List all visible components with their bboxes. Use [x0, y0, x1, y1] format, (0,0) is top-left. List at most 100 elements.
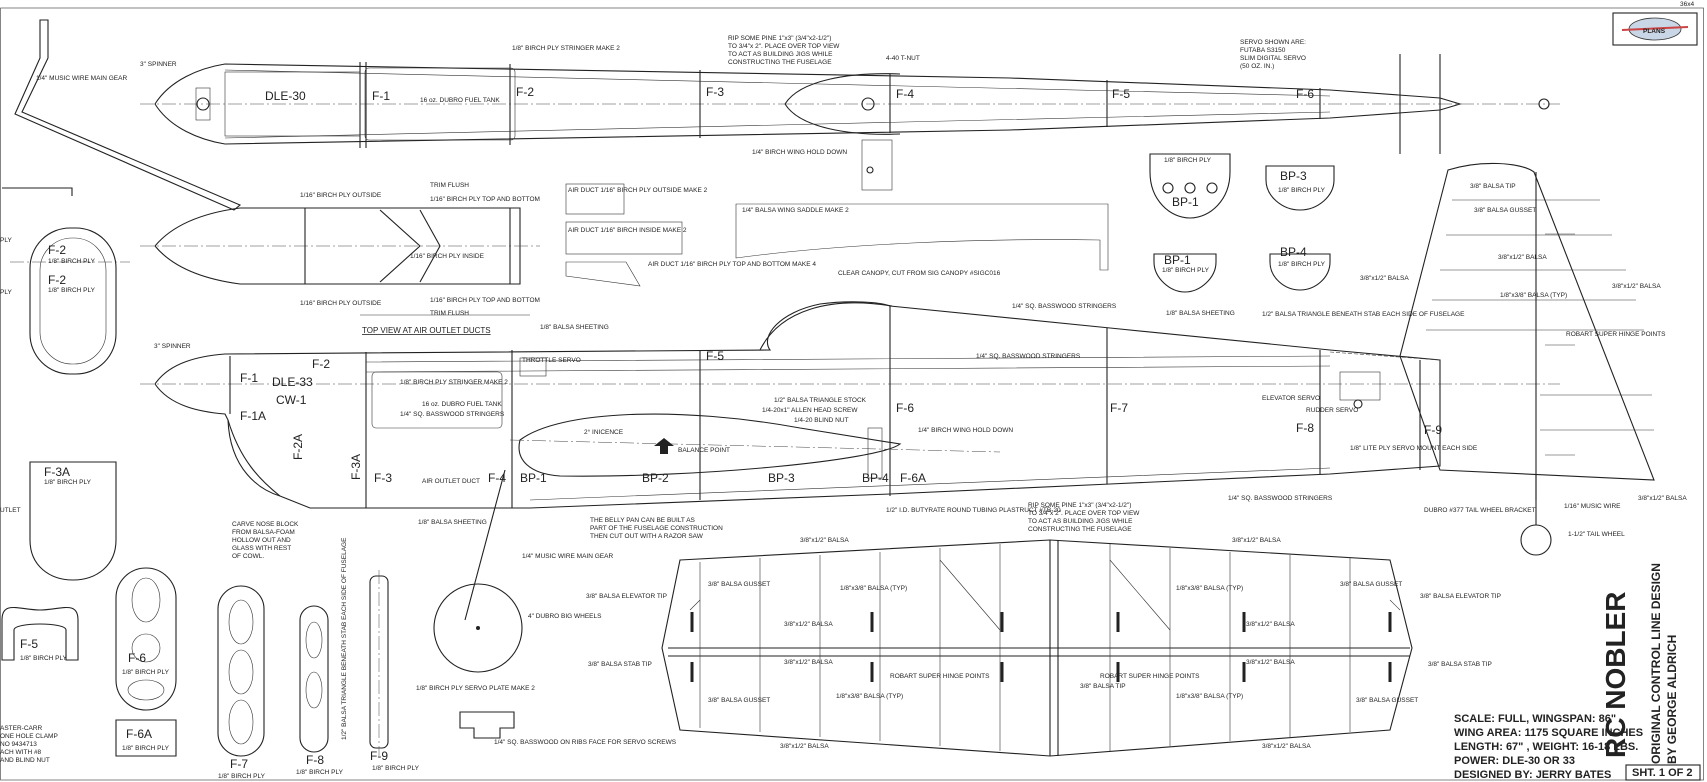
fuselage-top-view: DLE-30 F-1 F-2 F-3 F-4 F-5 F-6 16 oz. DU…	[140, 54, 1560, 191]
edge-line-1: ASTER-CARR	[0, 725, 43, 732]
bp1-ply: 1/8" BIRCH PLY	[1162, 267, 1210, 274]
top-f5-label: F-5	[1112, 87, 1130, 101]
stab-typ-note-1: 1/8"x3/8" BALSA (TYP)	[840, 585, 907, 592]
servo-plate-note: 1/8" BIRCH PLY SERVO PLATE MAKE 2	[416, 685, 535, 692]
bottom-formers: F-6 1/8" BIRCH PLY F-6A 1/8" BIRCH PLY F…	[115, 537, 677, 780]
tail-bracket-note: DUBRO #377 TAIL WHEEL BRACKET	[1424, 507, 1536, 514]
elevator-tip-note-1: 3/8" BALSA ELEVATOR TIP	[586, 593, 667, 600]
duct-trim-flush-1: TRIM FLUSH	[430, 182, 469, 189]
balance-note: BALANCE POINT	[678, 447, 730, 454]
edge-line-2: ONE HOLE CLAMP	[0, 733, 58, 740]
f9-label: F-9	[370, 749, 388, 763]
side-f4-label: F-4	[488, 471, 506, 485]
tnut-note: 4-40 T-NUT	[886, 55, 920, 62]
side-f2a-label: F-2A	[291, 434, 305, 460]
stab-gusset-note-4: 3/8" BALSA GUSSET	[1356, 697, 1418, 704]
music-wire-note: 1/16" MUSIC WIRE	[1564, 503, 1621, 510]
bass-rails-note: 1/4" SQ. BASSWOOD ON RIBS FACE FOR SERVO…	[494, 739, 677, 746]
belly-line-3: THEN CUT OUT WITH A RAZOR SAW	[590, 533, 704, 540]
fin-balsa-typ-note: 1/8"x3/8" BALSA (TYP)	[1500, 292, 1567, 299]
stab-tip-note-2: 3/8" BALSA STAB TIP	[1428, 661, 1492, 668]
top-f4-label: F-4	[896, 87, 914, 101]
stab-balsa-note-3: 3/8"x1/2" BALSA	[784, 621, 833, 628]
side-f1a-label: F-1A	[240, 409, 266, 423]
stringers-note-3: 1/4" SQ. BASSWOOD STRINGERS	[1228, 495, 1333, 502]
servo-line-2: FUTABA S3150	[1240, 47, 1286, 54]
bp-formers: BP-1 1/8" BIRCH PLY BP-3 1/8" BIRCH PLY …	[1149, 153, 1335, 293]
air-duct-1-note: AIR DUCT 1/16" BIRCH PLY OUTSIDE MAKE 2	[568, 187, 708, 194]
bp1-label: BP-1	[1164, 253, 1191, 267]
side-f5-label: F-5	[706, 349, 724, 363]
wheels-note: 4" DUBRO BIG WHEELS	[528, 613, 602, 620]
top-view-caption: TOP VIEW AT AIR OUTLET DUCTS	[362, 326, 491, 335]
sheet-number: SHT. 1 OF 2	[1632, 767, 1693, 779]
bp1-top-ply: 1/8" BIRCH PLY	[1164, 157, 1212, 164]
bp4-label: BP-4	[1280, 245, 1307, 259]
plan-subtitle-2: BY GEORGE ALDRICH	[1665, 635, 1679, 764]
wing-hold-note-top: 1/4" BIRCH WING HOLD DOWN	[752, 149, 847, 156]
title-block: RC NOBLER ORIGINAL CONTROL LINE DESIGN B…	[1454, 563, 1701, 781]
blind-nut-note: 1/4-20 BLIND NUT	[794, 417, 849, 424]
side-engine-label: DLE-33	[272, 375, 313, 389]
servo-mount-note: 1/8" LITE PLY SERVO MOUNT EACH SIDE	[1350, 445, 1478, 452]
rip-side-line-2: TO 3/4"x 2". PLACE OVER TOP VIEW	[1028, 510, 1140, 517]
f6-label: F-6	[128, 651, 146, 665]
stab-tip-note-1: 3/8" BALSA STAB TIP	[588, 661, 652, 668]
stab-gusset-note-1: 3/8" BALSA GUSSET	[708, 581, 770, 588]
rip-side-line-3: TO ACT AS BUILDING JIGS WHILE	[1028, 518, 1133, 525]
stab-balsa-note-1: 3/8"x1/2" BALSA	[800, 537, 849, 544]
rip-pine-note-side: RIP SOME PINE 1"x3" (3/4"x2-1/2") TO 3/4…	[1028, 502, 1140, 533]
side-bp1-label: BP-1	[520, 471, 547, 485]
incidence-note: 2° INICENCE	[584, 428, 624, 436]
left-f3a-label: F-3A	[44, 465, 70, 479]
fin-balsa-note-3: 3/8"x1/2" BALSA	[1612, 283, 1661, 290]
sheeting-note-2: 1/8" BALSA SHEETING	[1166, 310, 1235, 317]
top-f2-label: F-2	[516, 85, 534, 99]
servo-line-4: (50 OZ. IN.)	[1240, 63, 1274, 70]
belly-line-2: PART OF THE FUSELAGE CONSTRUCTION	[590, 525, 723, 532]
edge-line-3: NO 9434713	[0, 741, 37, 748]
side-cw1-label: CW-1	[276, 393, 307, 407]
stab-typ-note-2: 1/8"x3/8" BALSA (TYP)	[1176, 585, 1243, 592]
stab-balsa-note-2: 3/8"x1/2" BALSA	[1232, 537, 1281, 544]
tail-wheel-note: 1-1/2" TAIL WHEEL	[1568, 531, 1625, 538]
spec-length: LENGTH: 67" , WEIGHT: 16-18 LBS.	[1454, 741, 1638, 753]
f6a-label: F-6A	[126, 727, 152, 741]
cowl-note: CARVE NOSE BLOCK FROM BALSA-FOAM HOLLOW …	[232, 521, 299, 560]
left-f3a-ply: 1/8" BIRCH PLY	[44, 479, 92, 486]
f8-label: F-8	[306, 753, 324, 767]
top-f1-label: F-1	[372, 89, 390, 103]
top-f3-label: F-3	[706, 85, 724, 99]
cowl-line-3: HOLLOW OUT AND	[232, 537, 291, 544]
tri-stab-note: 1/2" BALSA TRIANGLE BENEATH STAB EACH SI…	[341, 537, 348, 740]
spec-scale: SCALE: FULL, WINGSPAN: 86"	[1454, 713, 1616, 725]
cowl-line-2: FROM BALSA-FOAM	[232, 529, 295, 536]
side-bass-stringers-note: 1/4" SQ. BASSWOOD STRINGERS	[400, 411, 505, 418]
side-f8-label: F-8	[1296, 421, 1314, 435]
spec-area: WING AREA: 1175 SQUARE INCHES	[1454, 727, 1643, 739]
air-duct-3-note: AIR DUCT 1/16" BIRCH PLY TOP AND BOTTOM …	[648, 261, 816, 268]
servo-line-1: SERVO SHOWN ARE:	[1240, 39, 1306, 46]
edge-line-5: AND BLIND NUT	[0, 757, 50, 764]
left-f2-label-2: F-2	[48, 273, 66, 287]
left-f5-label: F-5	[20, 637, 38, 651]
left-f2-ply-1: 1/8" BIRCH PLY	[48, 258, 96, 265]
side-f3-label: F-3	[374, 471, 392, 485]
duct-ply-outside-1: 1/16" BIRCH PLY OUTSIDE	[300, 192, 382, 199]
duct-trim-flush-2: TRIM FLUSH	[430, 310, 469, 317]
side-bp3-label: BP-3	[768, 471, 795, 485]
wing-hold-note-side: 1/4" BIRCH WING HOLD DOWN	[918, 427, 1013, 434]
left-edge-ply-2: PLY	[0, 289, 12, 296]
stringer-note: 1/8" BIRCH PLY STRINGER MAKE 2	[512, 45, 620, 52]
bp4-ply: 1/8" BIRCH PLY	[1278, 261, 1326, 268]
rip-pine-line-1: RIP SOME PINE 1"x3" (3/4"x2-1/2")	[728, 35, 831, 42]
plan-subtitle-1: ORIGINAL CONTROL LINE DESIGN	[1649, 563, 1663, 764]
stab-gusset-note-3: 3/8" BALSA GUSSET	[708, 697, 770, 704]
rip-pine-line-4: CONSTRUCTING THE FUSELAGE	[728, 59, 832, 66]
cowl-line-5: OF COWL.	[232, 553, 264, 560]
f6a-ply: 1/8" BIRCH PLY	[122, 745, 170, 752]
servo-line-3: SLIM DIGITAL SERVO	[1240, 55, 1306, 62]
stringers-note-2: 1/4" SQ. BASSWOOD STRINGERS	[976, 353, 1081, 360]
side-f9-label: F-9	[1424, 423, 1442, 437]
bp1-top-label: BP-1	[1172, 195, 1199, 209]
